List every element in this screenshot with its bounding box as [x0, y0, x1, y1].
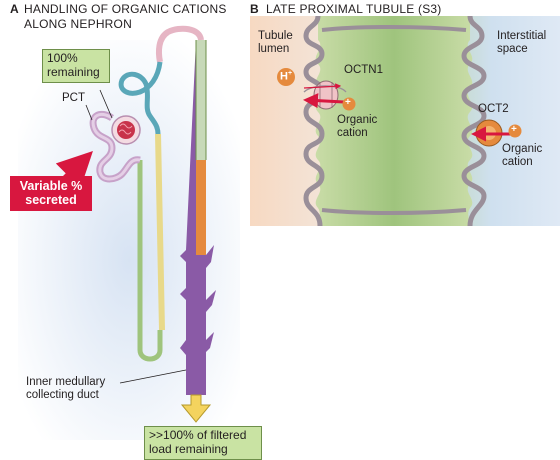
loop-of-henle	[137, 160, 163, 362]
imcd-leader-line	[119, 369, 187, 384]
remaining-line2: remaining	[47, 64, 100, 79]
lumen-line1: Tubule	[258, 30, 293, 42]
pct-label: PCT	[62, 92, 85, 104]
interstitial-line2: space	[497, 43, 528, 56]
filtered-load-callout: >>100% of filtered load remaining	[144, 426, 262, 460]
panel-b-title: LATE PROXIMAL TUBULE (S3)	[266, 2, 442, 16]
cation-right-plus: +	[511, 124, 517, 135]
collecting-duct	[180, 40, 216, 395]
imcd-line1: Inner medullary	[26, 376, 106, 388]
filtered-line2: load remaining	[149, 441, 228, 456]
filtered-line1: >>100% of filtered	[149, 428, 247, 442]
organic-cation-left-label: Organic cation	[337, 114, 377, 140]
remaining-leader-line	[99, 89, 113, 119]
thick-ascending-limb	[155, 133, 165, 331]
organic-cation-right-icon	[508, 124, 522, 138]
glomerulus	[111, 115, 141, 145]
secreted-box: Variable % secreted	[10, 176, 92, 211]
distal-tubule	[118, 61, 163, 135]
cation-left-plus: +	[345, 97, 351, 108]
cation-left-line1: Organic	[337, 114, 378, 126]
interstitial-label: Interstitial space	[497, 30, 546, 56]
secreted-line1: Variable %	[19, 179, 83, 193]
organic-cation-left-icon	[342, 97, 356, 111]
cation-left-line2: cation	[337, 127, 368, 140]
panel-a-title-line2: ALONG NEPHRON	[24, 17, 132, 31]
h-plus-sup: +	[287, 70, 293, 77]
cation-right-line1: Organic	[502, 143, 543, 155]
interstitial-line1: Interstitial	[497, 30, 547, 42]
tubule-lumen-label: Tubule lumen	[258, 30, 293, 56]
lumen-line2: lumen	[258, 43, 290, 56]
imcd-line2: collecting duct	[26, 389, 99, 402]
bottom-junction-membrane	[321, 208, 467, 215]
h-plus-base: H	[280, 70, 288, 83]
secreted-line2: secreted	[25, 193, 77, 208]
panel-a-title-line1: HANDLING OF ORGANIC CATIONS	[24, 2, 227, 16]
basolateral-membrane	[461, 15, 487, 227]
top-junction-membrane	[321, 25, 467, 32]
output-arrow	[180, 394, 212, 423]
octn1-efflux-arrow	[303, 93, 345, 109]
remaining-callout: 100% remaining	[42, 49, 110, 83]
remaining-line1: 100%	[47, 51, 78, 65]
h-plus-label: H+	[280, 70, 292, 83]
cation-right-line2: cation	[502, 156, 533, 169]
organic-cation-right-label: Organic cation	[502, 143, 542, 169]
panel-b-letter: B	[250, 2, 259, 16]
panel-a-letter: A	[10, 2, 19, 16]
connecting-tubule	[156, 25, 204, 63]
pct-leader-line	[85, 104, 93, 121]
oct2-label: OCT2	[478, 103, 509, 115]
epithelial-cell	[315, 16, 473, 226]
h-plus-influx-arrow	[303, 83, 342, 90]
octn1-label: OCTN1	[344, 64, 383, 76]
imcd-label: Inner medullary collecting duct	[26, 376, 105, 402]
h-plus-ion	[277, 68, 295, 86]
apical-membrane	[303, 15, 325, 227]
